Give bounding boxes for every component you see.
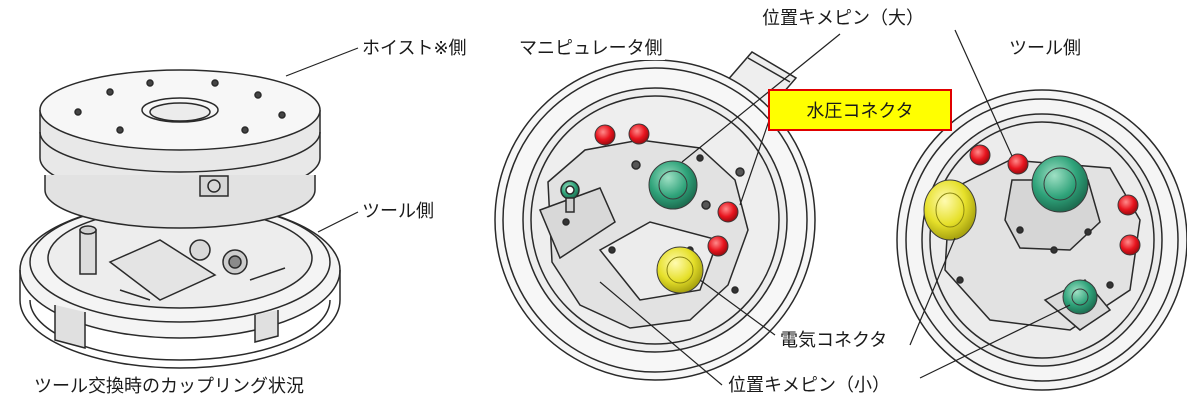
figure-caption: ツール交換時のカップリング状況	[28, 370, 310, 400]
middle-leader-lines	[599, 33, 841, 386]
coupling-assembly-drawing	[19, 69, 341, 369]
manipulator-connectors	[594, 123, 739, 294]
water-connector-label: 水圧コネクタ	[768, 89, 952, 131]
electric-connector-label: 電気コネクタ	[778, 330, 890, 352]
pin-small-label: 位置キメピン（小）	[726, 375, 892, 397]
tool-connectors	[923, 144, 1141, 315]
tool-side-label-right: ツール側	[1007, 38, 1083, 60]
manipulator-face-drawing	[494, 51, 816, 381]
right-leader-lines	[909, 29, 1071, 379]
tool-side-label-left: ツール側	[360, 201, 436, 223]
tool-face-drawing	[896, 89, 1187, 391]
hoist-side-label: ホイスト※側	[360, 38, 469, 60]
pin-large-label: 位置キメピン（大）	[760, 8, 926, 30]
manipulator-side-label: マニピュレータ側	[517, 38, 665, 60]
